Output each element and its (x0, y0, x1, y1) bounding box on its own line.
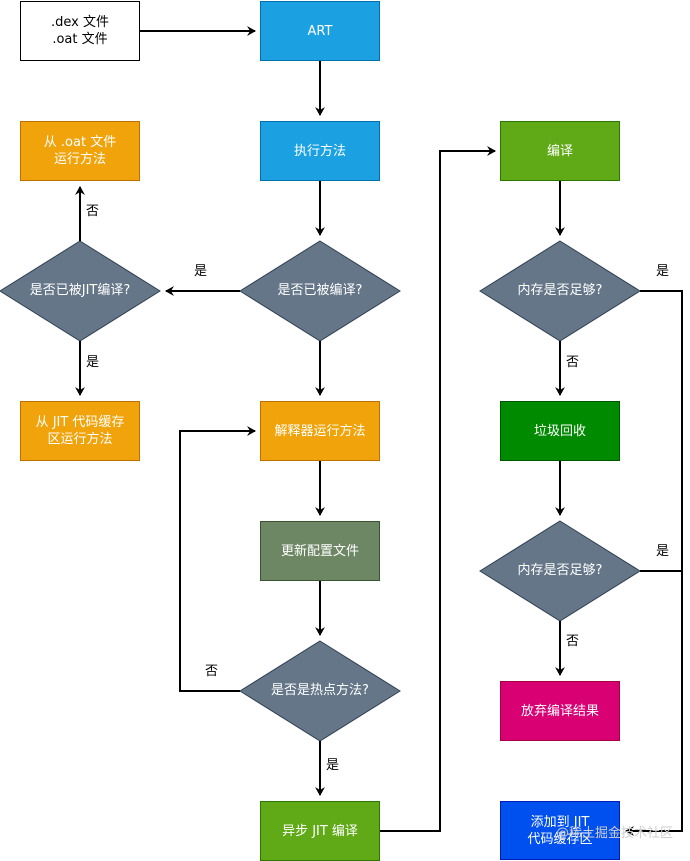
add-to-jit-cache-box: 添加到 JIT 代码缓存区 (500, 801, 620, 860)
input-files-label: .dex 文件 .oat 文件 (51, 15, 109, 47)
is-jit-compiled-label: 是否已被JIT编译? (29, 283, 131, 298)
gc-label: 垃圾回收 (533, 423, 586, 439)
edge-label-mem2-no: 否 (566, 634, 580, 649)
exec-method-box: 执行方法 (260, 121, 380, 181)
memory-enough-2-label: 内存是否足够? (517, 563, 603, 578)
compile-label: 编译 (546, 143, 573, 159)
edge-label-mem1-yes: 是 (656, 264, 670, 279)
edge-label-hot-no: 否 (205, 664, 219, 679)
watermark: @稀土掘金技术社区 (556, 826, 674, 841)
run-from-jit-cache-box: 从 JIT 代码缓存 区运行方法 (20, 401, 140, 461)
input-files-box: .dex 文件 .oat 文件 (20, 1, 140, 61)
edge-label-compiled-yes: 是 (194, 264, 208, 279)
interpreter-run-box: 解释器运行方法 (260, 401, 380, 461)
run-from-oat-box: 从 .oat 文件 运行方法 (20, 121, 140, 181)
exec-method-label: 执行方法 (293, 143, 346, 159)
art-label: ART (307, 23, 333, 39)
interpreter-run-label: 解释器运行方法 (274, 423, 366, 439)
add-to-jit-cache-label: 添加到 JIT 代码缓存区 (527, 814, 593, 847)
compile-box: 编译 (500, 121, 620, 181)
update-profile-box: 更新配置文件 (260, 521, 380, 581)
discard-result-box: 放弃编译结果 (500, 681, 620, 741)
run-from-jit-cache-label: 从 JIT 代码缓存 区运行方法 (35, 415, 125, 447)
is-compiled-label: 是否已被编译? (277, 283, 363, 298)
edge-label-jit-yes: 是 (86, 355, 100, 370)
update-profile-label: 更新配置文件 (280, 543, 359, 559)
run-from-oat-label: 从 .oat 文件 运行方法 (43, 135, 117, 167)
gc-box: 垃圾回收 (500, 401, 620, 461)
edge-async-to-compile (380, 146, 496, 832)
discard-result-label: 放弃编译结果 (520, 703, 599, 719)
art-box: ART (260, 1, 380, 61)
edge-hot-no (179, 426, 256, 692)
edge-label-mem2-yes: 是 (656, 544, 670, 559)
edge-mem1-yes (625, 290, 683, 836)
async-jit-compile-label: 异步 JIT 编译 (282, 823, 358, 839)
async-jit-compile-box: 异步 JIT 编译 (260, 801, 380, 861)
edge-label-hot-yes: 是 (326, 758, 340, 773)
memory-enough-1-label: 内存是否足够? (517, 283, 603, 298)
edge-label-jit-no: 否 (86, 204, 100, 219)
edge-label-mem1-no: 否 (566, 355, 580, 370)
is-hot-method-label: 是否是热点方法? (271, 683, 369, 698)
